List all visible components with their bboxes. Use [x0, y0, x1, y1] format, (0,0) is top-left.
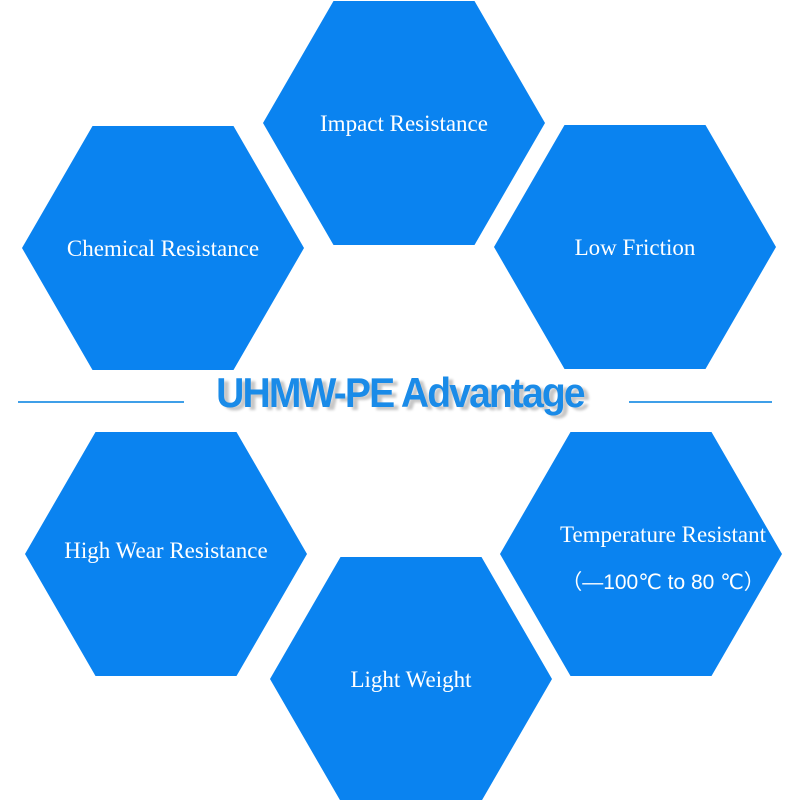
hexagon-label: High Wear Resistance	[64, 537, 268, 563]
hexagon-light-weight: Light Weight	[270, 557, 552, 800]
divider-line-right	[629, 401, 772, 403]
hexagon-impact-resistance: Impact Resistance	[263, 1, 545, 245]
divider-line-left	[18, 401, 184, 403]
diagram-title: UHMW-PE Advantage	[216, 369, 585, 416]
hexagon-label: Chemical Resistance	[66, 235, 260, 261]
hexagon-label: Impact Resistance	[320, 110, 488, 136]
hexagon-label: Low Friction	[574, 234, 696, 260]
hexagon-high-wear-resistance: High Wear Resistance	[25, 432, 307, 676]
hexagon-temperature-resistant: Temperature Resistant （—100℃ to 80 ℃）	[500, 432, 782, 676]
temperature-range-label: （—100℃ to 80 ℃）	[561, 571, 765, 594]
hexagon-low-friction: Low Friction	[494, 125, 776, 369]
hexagon-chemical-resistance: Chemical Resistance	[22, 126, 304, 370]
hexagon-text-group: Temperature Resistant （—100℃ to 80 ℃）	[560, 523, 766, 594]
hexagon-label: Temperature Resistant	[560, 522, 766, 547]
hexagon-label: Light Weight	[350, 666, 472, 692]
